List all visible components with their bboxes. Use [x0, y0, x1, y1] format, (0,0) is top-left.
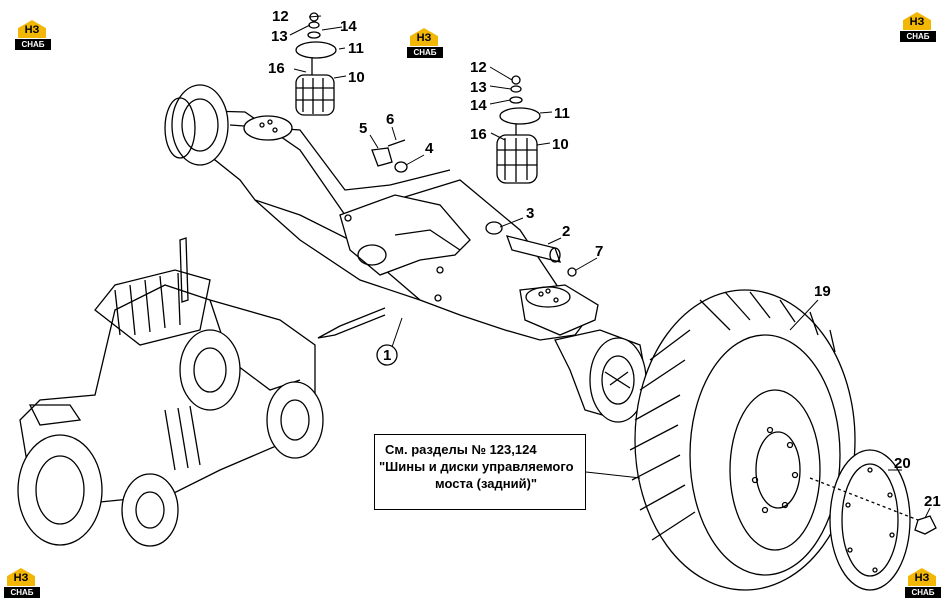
- nz-snab-logo: НЗ СНАБ: [905, 568, 941, 600]
- label-20: 20: [894, 455, 911, 472]
- label-12-right: 12: [470, 59, 487, 76]
- label-16-left: 16: [268, 60, 285, 77]
- bushing-stack-left: [295, 12, 337, 116]
- small-parts: [317, 139, 577, 339]
- bushing-stack-right: [496, 75, 541, 184]
- label-21: 21: [924, 493, 941, 510]
- reference-callout: См. разделы № 123,124 "Шины и диски упра…: [374, 434, 586, 510]
- label-13-right: 13: [470, 79, 487, 96]
- nz-snab-logo: НЗ СНАБ: [900, 12, 936, 44]
- tire-and-rim: [629, 289, 856, 591]
- nz-snab-logo: НЗ СНАБ: [407, 28, 443, 60]
- part-labels: 12 13 14 11 16 10 12 13 14 11 16 10 5 6 …: [268, 8, 941, 510]
- label-5: 5: [359, 120, 367, 137]
- label-6: 6: [386, 111, 394, 128]
- forklift-illustration: [17, 237, 324, 547]
- label-19: 19: [814, 283, 831, 300]
- label-1: 1: [383, 347, 391, 364]
- axle-beam: [164, 84, 651, 423]
- label-7: 7: [595, 243, 603, 260]
- label-14-left: 14: [340, 18, 357, 35]
- label-11-left: 11: [348, 40, 364, 57]
- label-4: 4: [425, 140, 434, 157]
- label-13-left: 13: [271, 28, 288, 45]
- callout-line-1: См. разделы № 123,124: [385, 442, 537, 457]
- label-11-right: 11: [554, 105, 570, 122]
- retaining-ring: [809, 449, 937, 591]
- label-3: 3: [526, 205, 534, 222]
- label-16-right: 16: [470, 126, 487, 143]
- label-10-left: 10: [348, 69, 365, 86]
- label-14-right: 14: [470, 97, 487, 114]
- label-10-right: 10: [552, 136, 569, 153]
- nz-snab-logo: НЗ СНАБ: [15, 20, 51, 52]
- nz-snab-logo: НЗ СНАБ: [4, 568, 40, 600]
- label-2: 2: [562, 223, 570, 240]
- callout-line-3: моста (задний)": [435, 476, 538, 491]
- callout-line-2: "Шины и диски управляемого: [379, 459, 574, 474]
- label-12-left: 12: [272, 8, 289, 25]
- leader-lines: [289, 15, 931, 519]
